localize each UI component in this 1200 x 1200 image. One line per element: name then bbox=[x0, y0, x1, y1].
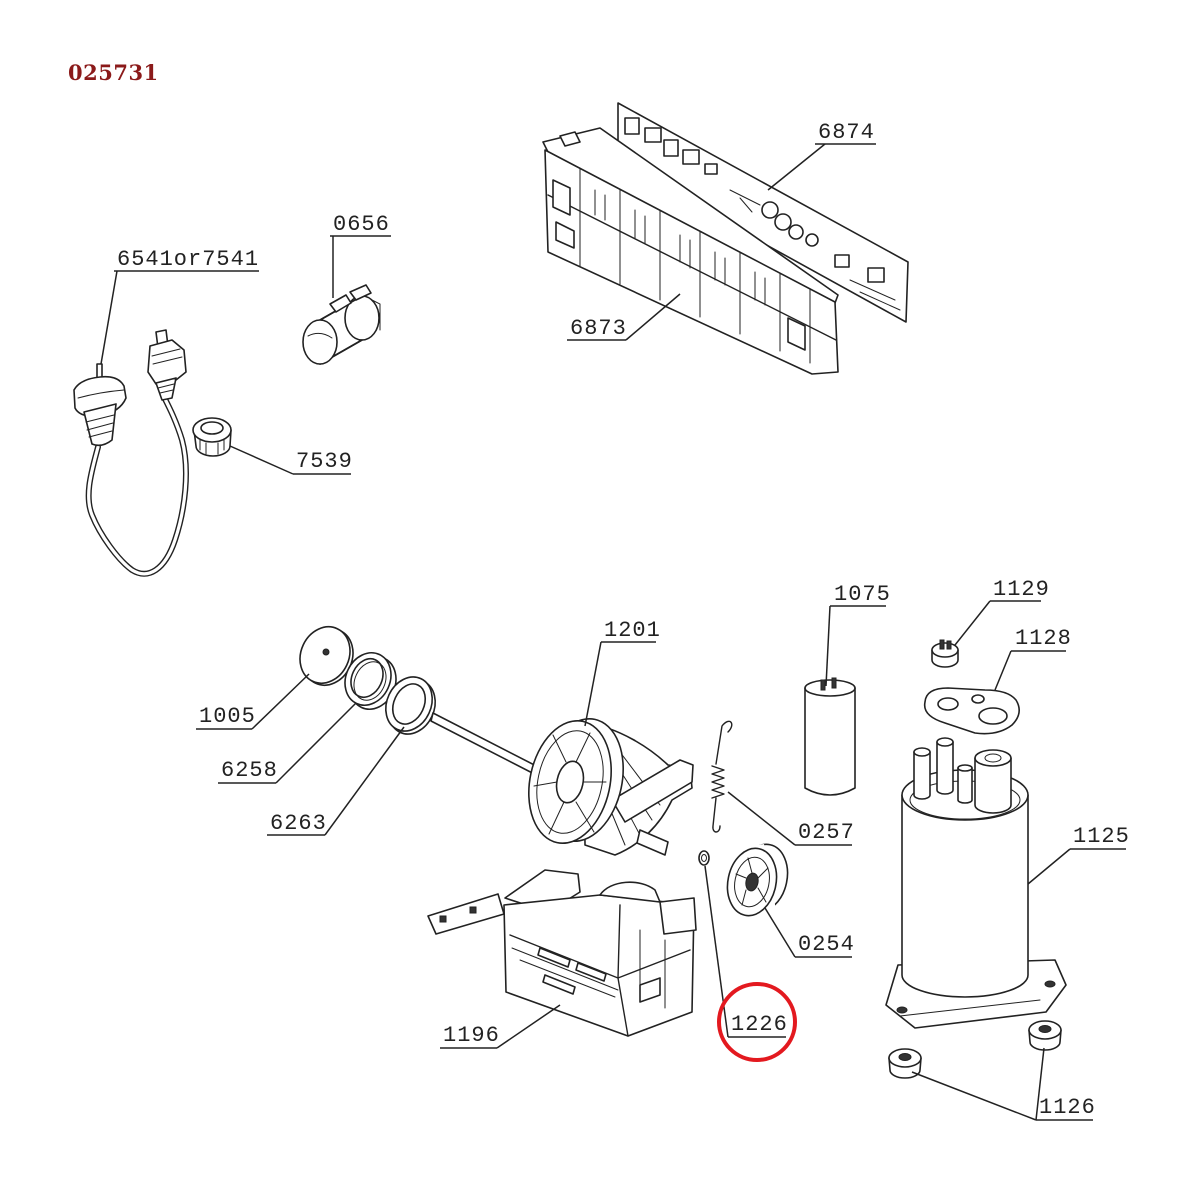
leader-line bbox=[764, 907, 796, 958]
power-cord-drawing bbox=[73, 329, 189, 577]
part-0656-drawing bbox=[302, 284, 381, 365]
part-1125-drawing bbox=[885, 737, 1067, 1029]
part-number-6263[interactable]: 6263 bbox=[270, 811, 327, 836]
part-number-6541or7541[interactable]: 6541or7541 bbox=[117, 247, 259, 272]
part-number-1226[interactable]: 1226 bbox=[731, 1012, 788, 1037]
leader-line bbox=[275, 702, 357, 784]
label-1075[interactable]: 1075 bbox=[825, 582, 891, 687]
part-1126-drawing bbox=[888, 1020, 1062, 1079]
leader-line bbox=[1035, 1047, 1045, 1121]
diagram-title: 025731 bbox=[68, 60, 159, 85]
leader-line bbox=[954, 600, 991, 646]
part-number-0254[interactable]: 0254 bbox=[798, 932, 855, 957]
part-number-0656[interactable]: 0656 bbox=[333, 212, 390, 237]
part-1129-drawing bbox=[931, 639, 959, 668]
label-6263[interactable]: 6263 bbox=[267, 726, 405, 836]
leader-line bbox=[584, 641, 602, 727]
label-0254[interactable]: 0254 bbox=[764, 907, 855, 958]
label-1201[interactable]: 1201 bbox=[584, 618, 661, 727]
part-number-6873[interactable]: 6873 bbox=[570, 316, 627, 341]
label-7539[interactable]: 7539 bbox=[229, 445, 353, 475]
part-number-1196[interactable]: 1196 bbox=[443, 1023, 500, 1048]
label-1126[interactable]: 1126 bbox=[911, 1047, 1096, 1121]
part-6263-drawing bbox=[385, 676, 436, 735]
label-1125[interactable]: 1125 bbox=[1027, 824, 1130, 885]
part-1005-drawing bbox=[299, 626, 354, 686]
part-1226-drawing bbox=[698, 850, 710, 866]
label-1226[interactable]: 1226 bbox=[704, 865, 788, 1038]
highlight-circle bbox=[717, 982, 797, 1062]
label-6258[interactable]: 6258 bbox=[218, 702, 357, 784]
part-number-6874[interactable]: 6874 bbox=[818, 120, 875, 145]
label-0257[interactable]: 0257 bbox=[727, 791, 855, 846]
part-1201-drawing bbox=[430, 712, 694, 856]
part-number-0257[interactable]: 0257 bbox=[798, 820, 855, 845]
part-1075-drawing bbox=[804, 677, 856, 796]
part-0254-drawing bbox=[726, 843, 789, 917]
leader-line bbox=[251, 673, 310, 730]
part-number-1129[interactable]: 1129 bbox=[993, 577, 1050, 602]
part-number-1126[interactable]: 1126 bbox=[1039, 1095, 1096, 1120]
label-6873[interactable]: 6873 bbox=[567, 293, 681, 341]
leader-line bbox=[767, 143, 826, 191]
part-number-1128[interactable]: 1128 bbox=[1015, 626, 1072, 651]
leader-line bbox=[825, 605, 831, 687]
leader-line bbox=[704, 865, 729, 1038]
leader-line bbox=[100, 270, 118, 365]
part-number-1125[interactable]: 1125 bbox=[1073, 824, 1130, 849]
leader-line bbox=[727, 791, 796, 846]
part-number-6258[interactable]: 6258 bbox=[221, 758, 278, 783]
part-number-7539[interactable]: 7539 bbox=[296, 449, 353, 474]
part-1196-drawing bbox=[427, 869, 697, 1037]
control-board-drawing bbox=[542, 102, 909, 375]
leader-line bbox=[994, 650, 1012, 691]
part-number-1005[interactable]: 1005 bbox=[199, 704, 256, 729]
label-1128[interactable]: 1128 bbox=[994, 626, 1072, 691]
leader-line bbox=[625, 293, 681, 341]
label-1129[interactable]: 1129 bbox=[954, 577, 1050, 646]
leader-line bbox=[229, 445, 294, 475]
label-1196[interactable]: 1196 bbox=[440, 1004, 561, 1049]
leader-line bbox=[496, 1004, 561, 1049]
leader-line bbox=[1027, 848, 1071, 885]
part-7539-drawing bbox=[192, 417, 232, 457]
part-number-1201[interactable]: 1201 bbox=[604, 618, 661, 643]
part-number-1075[interactable]: 1075 bbox=[834, 582, 891, 607]
label-1005[interactable]: 1005 bbox=[196, 673, 310, 730]
part-1128-drawing bbox=[923, 687, 1020, 735]
part-0257-drawing bbox=[711, 720, 733, 833]
label-6874[interactable]: 6874 bbox=[767, 120, 876, 191]
leader-line bbox=[911, 1071, 1037, 1121]
part-6258-drawing bbox=[344, 652, 397, 710]
leader-line bbox=[324, 726, 405, 836]
label-0656[interactable]: 0656 bbox=[330, 212, 391, 298]
label-6541or7541[interactable]: 6541or7541 bbox=[100, 247, 259, 365]
